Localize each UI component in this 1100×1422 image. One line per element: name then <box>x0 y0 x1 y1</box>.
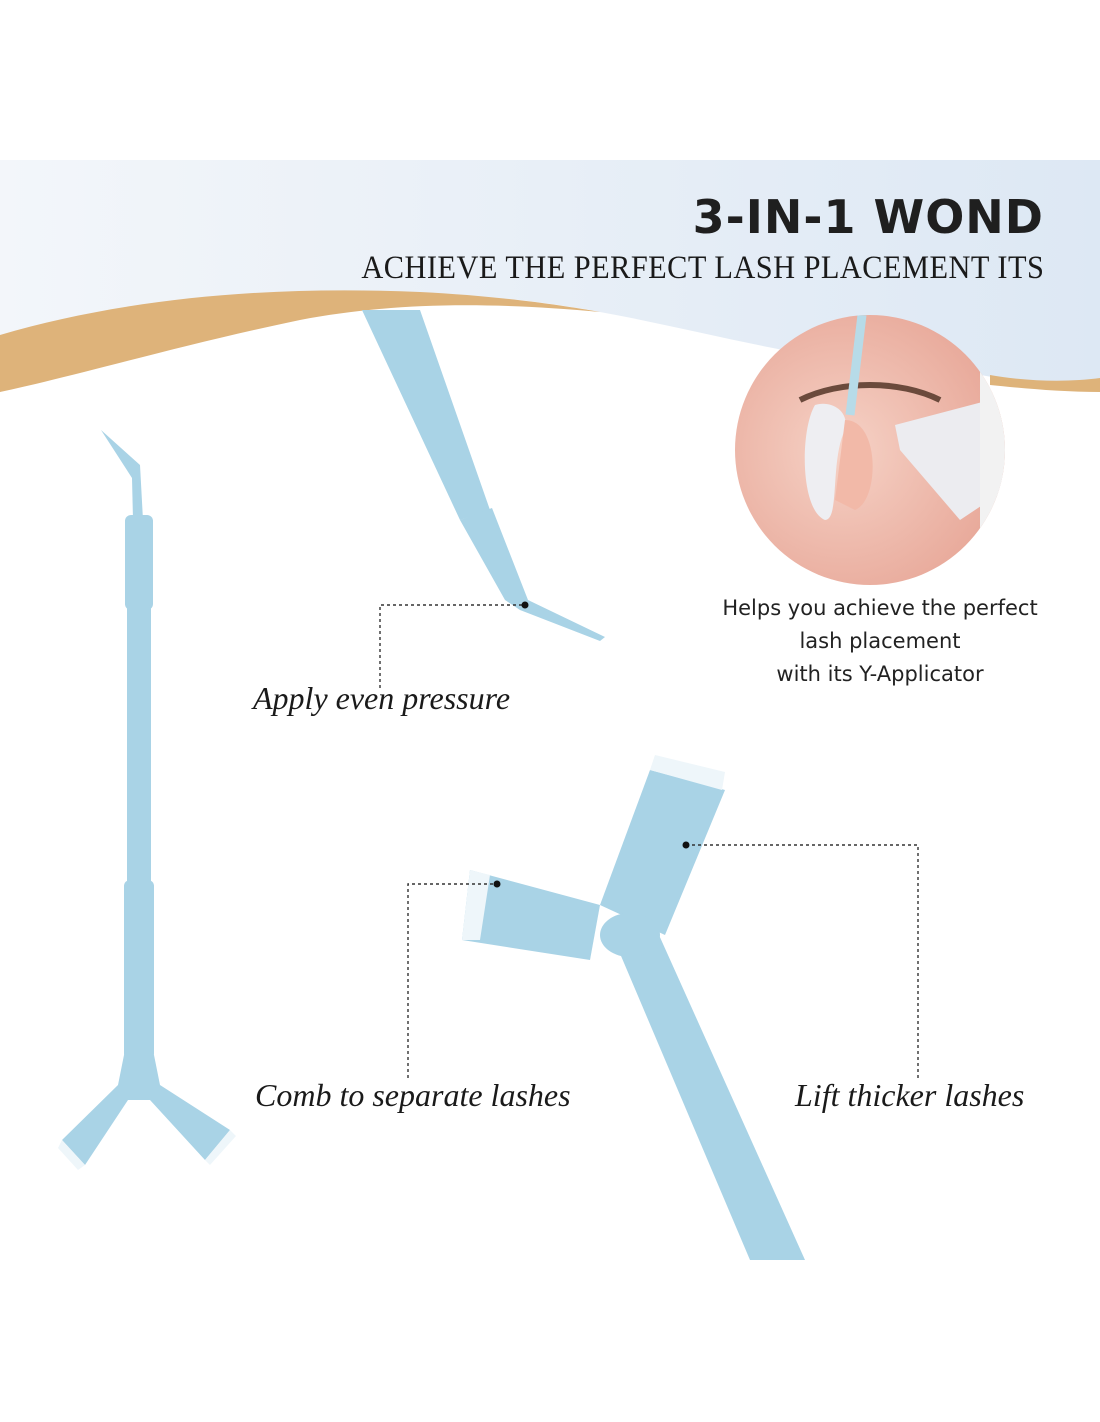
wand-angled-tip <box>362 310 605 641</box>
callout-comb-lashes: Comb to separate lashes <box>255 1077 571 1113</box>
callout-dot <box>493 880 501 888</box>
application-photo <box>735 315 1005 585</box>
caption-line: with its Y-Applicator <box>776 662 984 686</box>
callout-dot <box>521 601 529 609</box>
wand-full <box>58 430 236 1170</box>
page-subtitle: ACHIEVE THE PERFECT LASH PLACEMENT ITS <box>361 250 1044 286</box>
gold-wave-right <box>990 375 1100 392</box>
caption-line: lash placement <box>799 629 961 653</box>
photo-caption: Helps you achieve the perfect lash place… <box>690 592 1070 691</box>
caption-line: Helps you achieve the perfect <box>722 596 1038 620</box>
callout-lift-lashes: Lift thicker lashes <box>795 1077 1025 1113</box>
page-title: 3-IN-1 WOND <box>692 190 1044 244</box>
callout-dot <box>682 841 690 849</box>
gold-wave <box>0 290 600 392</box>
callout-apply-pressure: Apply even pressure <box>253 680 511 716</box>
wand-y-applicator <box>462 755 805 1260</box>
callout-lines <box>379 604 919 1078</box>
